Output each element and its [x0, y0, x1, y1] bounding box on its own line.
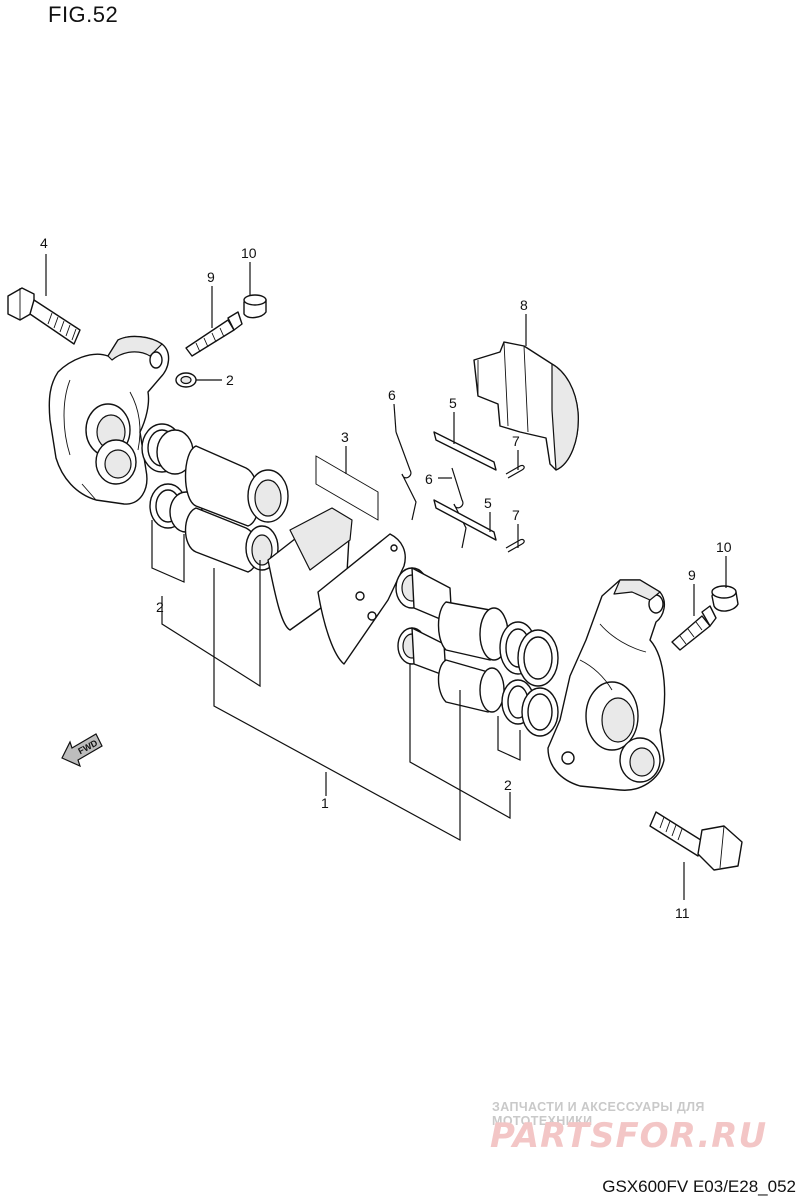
bleeder-valve-right — [671, 605, 717, 651]
pin-clip-7-upper — [505, 464, 525, 479]
bolt-4 — [7, 287, 81, 345]
bleeder-cap-right — [711, 585, 739, 612]
callout-2-right: 2 — [504, 777, 512, 793]
figure-code: GSX600FV E03/E28_052 — [602, 1177, 796, 1196]
piston-seals-right — [499, 621, 559, 737]
callout-1: 1 — [321, 795, 329, 811]
callout-7-lower: 7 — [512, 507, 520, 523]
watermark-logo: PARTSFOR.RU — [490, 1116, 768, 1156]
pistons-left — [184, 445, 289, 573]
caliper-right — [547, 579, 666, 791]
callout-6-upper: 6 — [388, 387, 396, 403]
pad-spring-6-upper — [395, 431, 417, 521]
callout-11: 11 — [675, 905, 690, 921]
callout-4: 4 — [40, 235, 48, 251]
bolt-11 — [649, 811, 743, 871]
pistons-right — [395, 567, 509, 713]
callout-10-right: 10 — [716, 539, 732, 555]
callout-7-upper: 7 — [512, 433, 520, 449]
callout-5-lower: 5 — [484, 495, 492, 511]
pad-pin-5-upper — [433, 431, 497, 471]
fwd-arrow: FWD — [61, 733, 103, 768]
figure-title: FIG.52 — [48, 2, 119, 27]
bleeder-cap-left — [243, 294, 267, 319]
piston-seals-left — [141, 423, 203, 533]
pin-clip-7-lower — [505, 538, 525, 553]
callout-6-lower: 6 — [425, 471, 433, 487]
leader-lines — [45, 254, 727, 900]
callout-5-upper: 5 — [449, 395, 457, 411]
callout-9-left: 9 — [207, 269, 215, 285]
callout-9-right: 9 — [688, 567, 696, 583]
pad-retainer-8 — [473, 341, 579, 471]
callout-numbers: 4 9 10 2 8 3 6 5 7 6 5 7 2 1 2 9 10 11 — [40, 235, 732, 921]
bleeder-valve-left — [185, 311, 243, 357]
callout-2-left: 2 — [156, 599, 164, 615]
watermark-subtitle: ЗАПЧАСТИ И АКСЕССУАРЫ ДЛЯ МОТОТЕХНИКИ — [492, 1100, 705, 1128]
callout-10-left: 10 — [241, 245, 257, 261]
brake-pads-3 — [267, 455, 406, 665]
callout-3: 3 — [341, 429, 349, 445]
pad-spring-6-lower — [451, 467, 467, 549]
washer-2-upper — [175, 372, 197, 388]
callout-2-washer: 2 — [226, 372, 234, 388]
pad-pin-5-lower — [433, 499, 497, 541]
callout-8: 8 — [520, 297, 528, 313]
caliper-left — [48, 335, 170, 505]
